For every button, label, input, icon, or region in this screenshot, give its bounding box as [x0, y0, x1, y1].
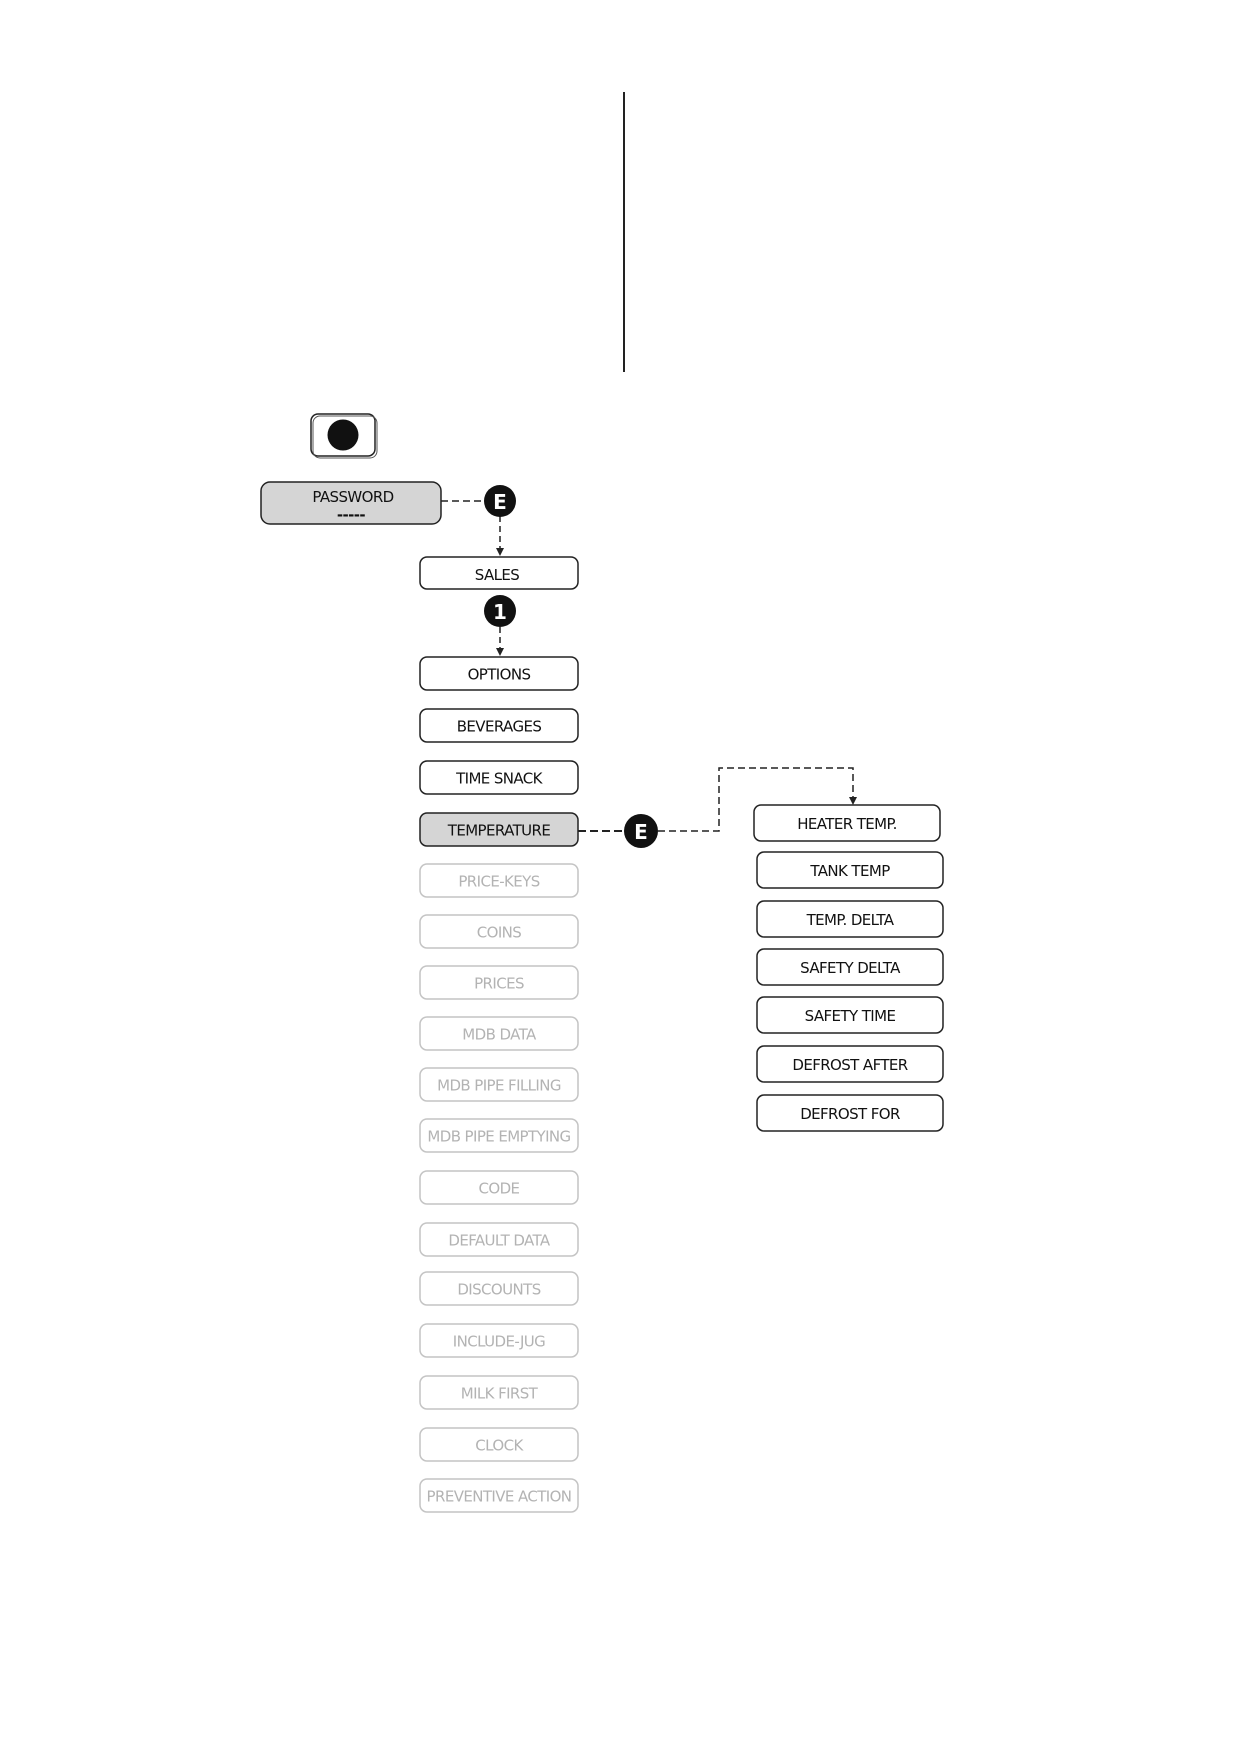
menu-item-label: DEFAULT DATA	[448, 1232, 551, 1250]
menu-item-label: INCLUDE-JUG	[453, 1333, 545, 1351]
menu-item-preventive-action[interactable]: PREVENTIVE ACTION	[419, 1478, 579, 1513]
password-box[interactable]: PASSWORD -----	[260, 481, 442, 525]
menu-item-label: PRICE-KEYS	[458, 873, 539, 891]
submenu-item-label: DEFROST AFTER	[792, 1056, 907, 1074]
step-one-badge-label: 1	[493, 600, 507, 624]
menu-item-time-snack[interactable]: TIME SNACK	[419, 760, 579, 795]
menu-item-price-keys[interactable]: PRICE-KEYS	[419, 863, 579, 898]
submenu-item-label: SAFETY TIME	[805, 1007, 896, 1025]
menu-item-label: PRICES	[474, 975, 524, 993]
submenu-item-label: TANK TEMP	[809, 862, 890, 880]
menu-item-default-data[interactable]: DEFAULT DATA	[419, 1222, 579, 1257]
sales-label: SALES	[475, 566, 519, 584]
enter-badge-temperature[interactable]: E	[624, 814, 658, 848]
menu-item-label: TIME SNACK	[455, 770, 544, 788]
submenu-item-tank-temp[interactable]: TANK TEMP	[756, 851, 944, 889]
enter-badge-top-label: E	[493, 490, 507, 514]
menu-item-label: CLOCK	[475, 1437, 524, 1455]
menu-item-label: MILK FIRST	[461, 1385, 539, 1403]
enter-badge-top[interactable]: E	[484, 485, 516, 517]
menu-item-include-jug[interactable]: INCLUDE-JUG	[419, 1323, 579, 1358]
menu-item-code[interactable]: CODE	[419, 1170, 579, 1205]
submenu-item-temp-delta[interactable]: TEMP. DELTA	[756, 900, 944, 938]
menu-item-label: DISCOUNTS	[457, 1281, 540, 1299]
menu-item-mdb-pipe-filling[interactable]: MDB PIPE FILLING	[419, 1067, 579, 1102]
connector-enter-submenu	[658, 767, 854, 832]
menu-item-label: CODE	[479, 1180, 520, 1198]
submenu-item-label: HEATER TEMP.	[797, 815, 897, 833]
arrow-head-sales	[496, 548, 504, 556]
menu-item-label: BEVERAGES	[457, 718, 542, 736]
black-circle-button-icon[interactable]	[310, 413, 378, 459]
submenu-item-defrost-after[interactable]: DEFROST AFTER	[756, 1045, 944, 1083]
menu-item-milk-first[interactable]: MILK FIRST	[419, 1375, 579, 1410]
submenu-item-safety-time[interactable]: SAFETY TIME	[756, 996, 944, 1034]
menu-item-label: COINS	[477, 924, 522, 942]
enter-badge-temperature-label: E	[634, 820, 648, 844]
sales-box[interactable]: SALES	[419, 556, 579, 590]
submenu-item-defrost-for[interactable]: DEFROST FOR	[756, 1094, 944, 1132]
submenu-item-safety-delta[interactable]: SAFETY DELTA	[756, 948, 944, 986]
submenu-item-heater-temp[interactable]: HEATER TEMP.	[753, 804, 941, 842]
menu-item-label: MDB PIPE EMPTYING	[427, 1128, 570, 1146]
menu-item-mdb-data[interactable]: MDB DATA	[419, 1016, 579, 1051]
password-label: PASSWORD	[312, 488, 393, 506]
menu-item-label: MDB DATA	[462, 1026, 537, 1044]
menu-item-mdb-pipe-emptying[interactable]: MDB PIPE EMPTYING	[419, 1118, 579, 1153]
step-one-badge[interactable]: 1	[484, 595, 516, 627]
submenu-item-label: SAFETY DELTA	[800, 959, 901, 977]
menu-item-prices[interactable]: PRICES	[419, 965, 579, 1000]
menu-item-options[interactable]: OPTIONS	[419, 656, 579, 691]
menu-item-discounts[interactable]: DISCOUNTS	[419, 1271, 579, 1306]
menu-item-label: MDB PIPE FILLING	[437, 1077, 561, 1095]
submenu-item-label: DEFROST FOR	[800, 1105, 900, 1123]
menu-item-label: OPTIONS	[468, 666, 531, 684]
menu-item-label: TEMPERATURE	[447, 822, 551, 840]
menu-item-temperature[interactable]: TEMPERATURE	[419, 812, 579, 847]
submenu-item-label: TEMP. DELTA	[806, 911, 895, 929]
menu-item-beverages[interactable]: BEVERAGES	[419, 708, 579, 743]
password-mask: -----	[337, 506, 366, 524]
arrow-head-options	[496, 648, 504, 656]
main-menu-list: OPTIONS BEVERAGES TIME SNACK TEMPERATURE PRI…	[419, 656, 579, 1513]
menu-item-coins[interactable]: COINS	[419, 914, 579, 949]
arrow-head-submenu	[849, 797, 857, 805]
menu-item-label: PREVENTIVE ACTION	[427, 1488, 572, 1506]
menu-item-clock[interactable]: CLOCK	[419, 1427, 579, 1462]
temperature-submenu-list: HEATER TEMP. TANK TEMP TEMP. DELTA SAFETY D…	[753, 804, 944, 1132]
